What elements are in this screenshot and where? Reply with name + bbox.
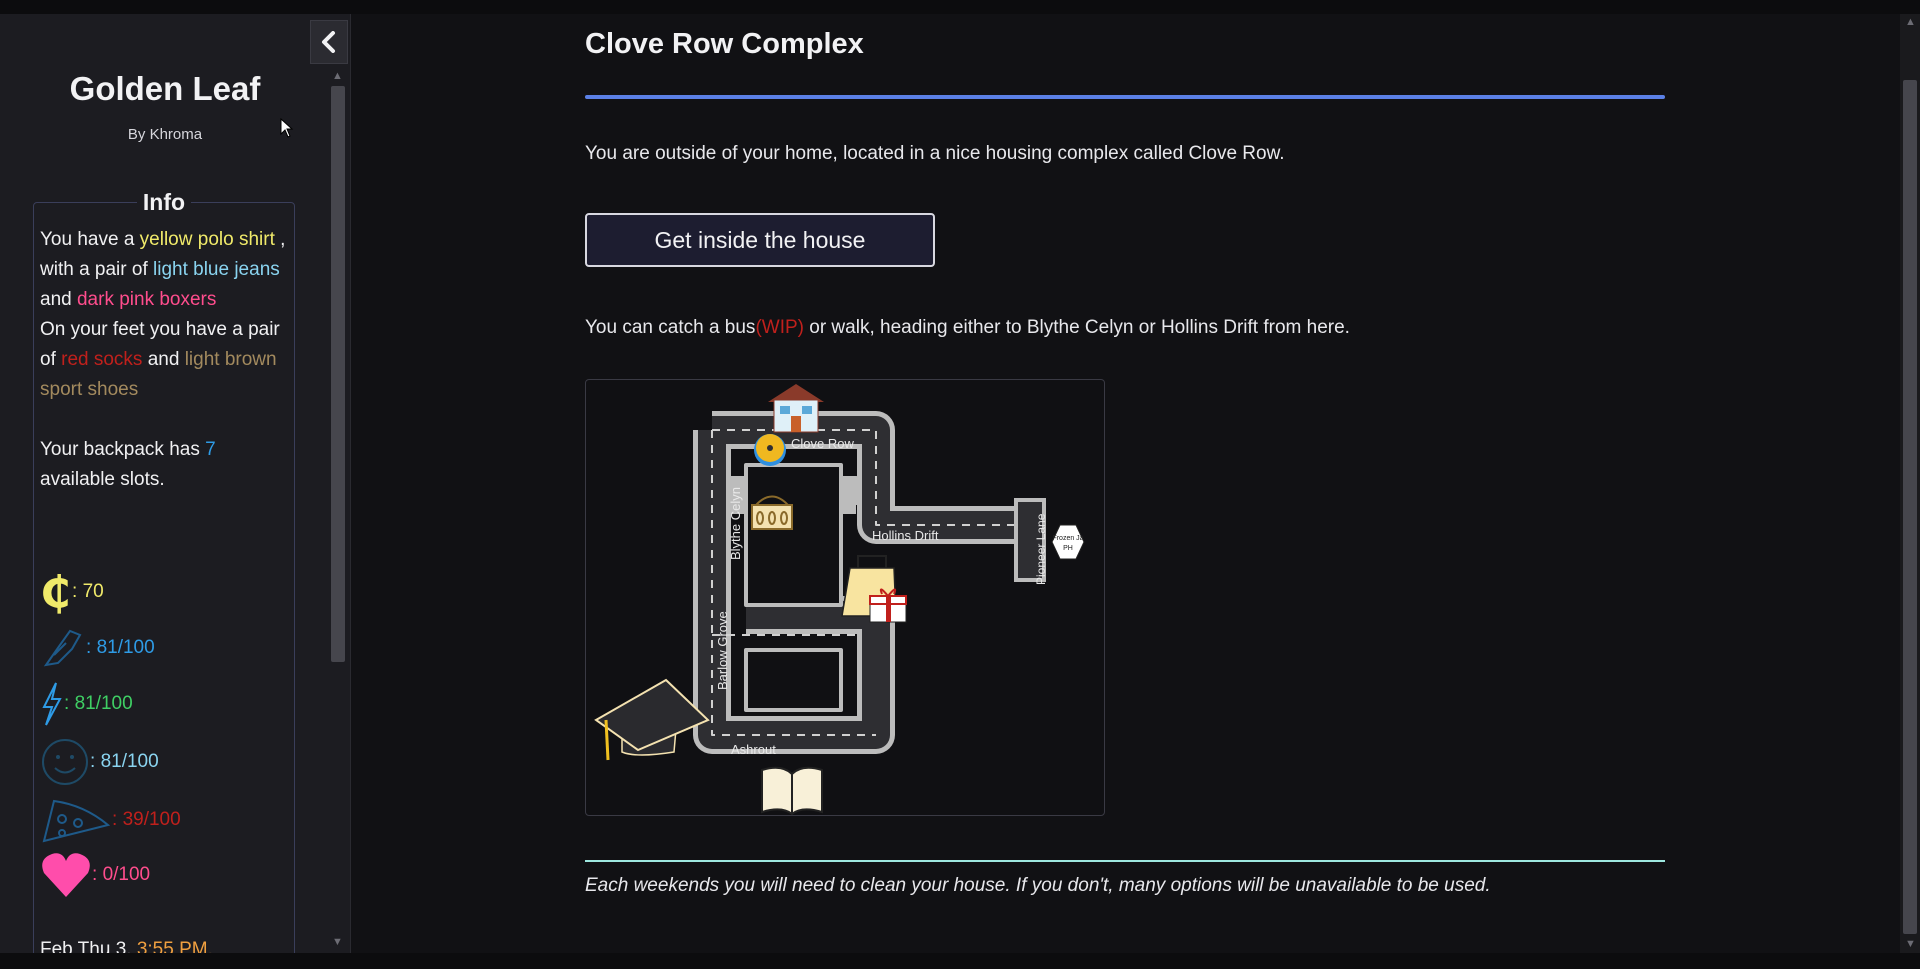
label-blythe-celyn: Blythe Celyn	[728, 487, 743, 560]
backpack-slots: 7	[205, 439, 216, 460]
stat-energy: : 81/100	[40, 625, 155, 671]
label-hollins-drift: Hollins Drift	[872, 528, 939, 543]
footnote-text: Each weekends you will need to clean you…	[585, 875, 1491, 896]
sign-text-line2: PH	[1063, 545, 1073, 552]
scroll-up-icon[interactable]: ▲	[1905, 16, 1916, 28]
text-segment: and	[142, 349, 185, 370]
smiley-icon	[42, 739, 88, 785]
school-cap-icon[interactable]	[594, 678, 710, 761]
stat-mood: : 81/100	[40, 737, 159, 787]
boxers-item: dark pink boxers	[76, 289, 217, 310]
pizza-icon	[42, 799, 111, 843]
home-icon[interactable]	[768, 384, 824, 433]
frozen-jar-sign[interactable]: Frozen Ja PH	[1051, 524, 1085, 560]
shoes-item: light brown sport shoes	[40, 349, 277, 400]
sidebar-scroll-thumb[interactable]	[331, 86, 345, 662]
get-inside-button[interactable]: Get inside the house	[585, 213, 935, 267]
map-svg: Clove Row Blythe Celyn Hollins Drift Pio…	[594, 384, 1085, 816]
stat-love: : 0/100	[40, 851, 150, 899]
scroll-down-icon[interactable]: ▼	[1905, 938, 1916, 950]
intro-text: You are outside of your home, located in…	[585, 143, 1285, 164]
text-segment: or walk, heading either to Blythe Celyn …	[803, 317, 1350, 338]
text-segment: , with a pair of	[40, 229, 286, 280]
heart-icon	[42, 853, 90, 897]
stat-love-value: 0/100	[102, 864, 151, 885]
story-title: Golden Leaf	[69, 70, 261, 107]
page-title: Clove Row Complex	[585, 28, 864, 60]
main-scroll-thumb[interactable]	[1903, 80, 1917, 934]
sidebar: ▲ ▼ Golden Leaf By Khroma Info You have …	[0, 14, 351, 953]
sign-text-line1: Frozen Ja	[1052, 535, 1083, 542]
stat-hunger-value: 39/100	[122, 809, 181, 830]
energy-icon	[43, 629, 82, 667]
socks-item: red socks	[61, 349, 143, 370]
shirt-item: yellow polo shirt	[139, 229, 275, 250]
money-icon: ₵	[40, 569, 71, 615]
title-divider	[585, 95, 1665, 99]
story-author: By Khroma	[127, 126, 203, 143]
stat-money-value: 70	[82, 581, 104, 602]
area-map: Clove Row Blythe Celyn Hollins Drift Pio…	[585, 379, 1105, 816]
scroll-up-icon[interactable]: ▲	[332, 70, 343, 82]
text-segment: available slots.	[40, 469, 165, 490]
text-segment: and	[40, 289, 77, 310]
lightning-icon	[42, 682, 62, 726]
label-clove-row: Clove Row	[791, 436, 854, 451]
text-segment: Your backpack has	[40, 439, 206, 460]
stat-stamina-value: 81/100	[74, 693, 133, 714]
info-title: Info	[136, 189, 192, 215]
date-time: Feb Thu 3. 3:55 PM.	[40, 939, 213, 953]
gift-icon[interactable]	[869, 588, 907, 623]
footnote-divider	[585, 860, 1665, 862]
stat-energy-value: 81/100	[96, 637, 155, 658]
top-bar	[0, 0, 1920, 14]
stat-stamina: : 81/100	[40, 681, 133, 727]
library-book-icon[interactable]	[761, 766, 823, 816]
mouse-cursor-icon	[280, 118, 294, 138]
date-text: Feb Thu 3.	[40, 939, 137, 953]
label-barlow-grove: Barlow Grove	[715, 611, 730, 690]
bottom-bar	[0, 953, 1920, 969]
time-text: 3:55 PM.	[136, 939, 213, 953]
stat-hunger: : 39/100	[40, 795, 181, 845]
clothing-description: You have a yellow polo shirt , with a pa…	[40, 225, 288, 495]
label-ashrout: Ashrout	[731, 742, 776, 757]
stat-money: ₵ : 70	[40, 569, 104, 615]
jeans-item: light blue jeans	[153, 259, 280, 280]
player-marker-icon	[754, 434, 786, 466]
scroll-down-icon[interactable]: ▼	[332, 936, 343, 948]
text-segment: On your feet you have a pair of	[40, 319, 280, 370]
svg-text:₵: ₵	[40, 569, 71, 615]
sidebar-scrollbar[interactable]: ▲ ▼	[329, 70, 347, 950]
grocery-basket-icon[interactable]	[751, 495, 793, 530]
wip-link[interactable]: (WIP)	[755, 317, 804, 338]
main-scrollbar[interactable]: ▲ ▼	[1900, 14, 1920, 953]
chevron-left-icon	[322, 31, 335, 53]
text-segment: You can catch a bus	[585, 317, 756, 338]
collapse-sidebar-button[interactable]	[310, 20, 348, 64]
text-segment: You have a	[40, 229, 140, 250]
info-panel: Info You have a yellow polo shirt , with…	[33, 189, 295, 953]
stat-mood-value: 81/100	[100, 751, 159, 772]
bus-text: You can catch a bus(WIP) or walk, headin…	[585, 317, 1350, 339]
label-pioneer-lane: Pioneer Lane	[1034, 513, 1048, 585]
